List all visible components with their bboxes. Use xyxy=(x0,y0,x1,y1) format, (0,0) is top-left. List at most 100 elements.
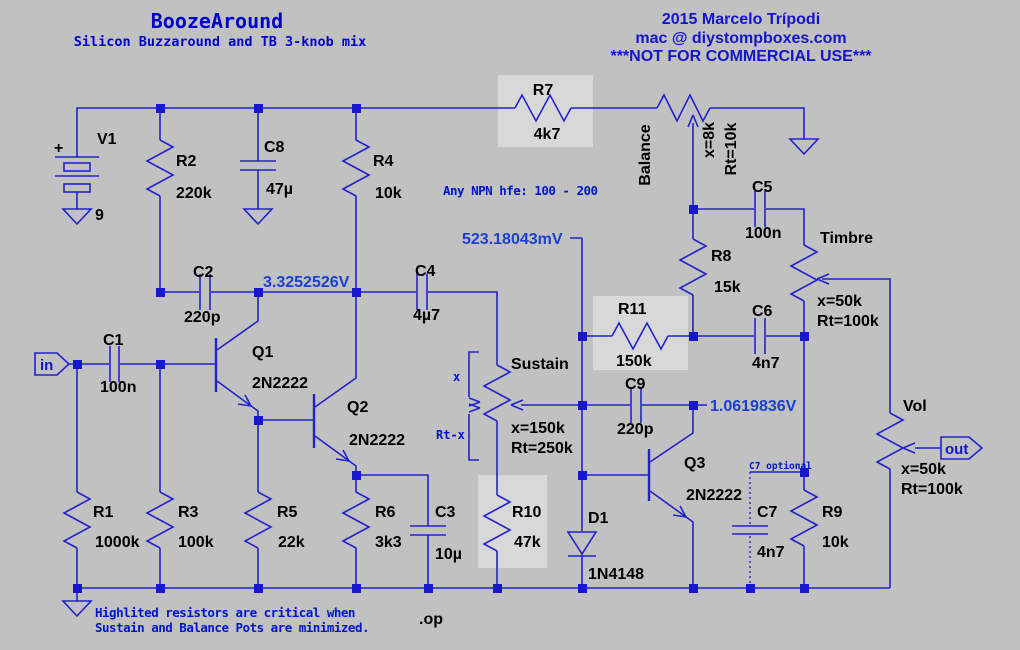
c3-name-label: C3 xyxy=(435,504,456,521)
battery-v1[interactable]: V1 + 9 xyxy=(54,131,117,224)
c2-symbol xyxy=(199,274,211,310)
timbre-rt-label: Rt=100k xyxy=(817,313,879,330)
capacitor-c6[interactable]: C6 4n7 xyxy=(752,303,780,372)
capacitor-c3[interactable]: C3 10µ xyxy=(410,504,462,563)
x-bracket-label: x xyxy=(453,370,460,384)
c8-name-label: C8 xyxy=(264,139,285,156)
r3-name-label: R3 xyxy=(178,504,199,521)
r3-value-label: 100k xyxy=(178,534,214,551)
v1-value-label: 9 xyxy=(95,207,104,224)
q2-name-label: Q2 xyxy=(347,399,368,416)
q1-value-label: 2N2222 xyxy=(252,375,308,392)
diode-d1[interactable]: D1 1N4148 xyxy=(566,510,644,583)
r4-value-label: 10k xyxy=(375,185,402,202)
r5-name-label: R5 xyxy=(277,504,298,521)
battery-symbol xyxy=(55,156,99,177)
resistor-r11[interactable]: R11 150k xyxy=(611,301,669,370)
transistor-q3[interactable]: Q3 2N2222 xyxy=(582,405,742,523)
capacitor-c4[interactable]: C4 4µ7 xyxy=(413,263,440,324)
d1-symbol xyxy=(566,531,598,557)
c3-value-label: 10µ xyxy=(435,546,462,563)
highlight-box-r7 xyxy=(498,75,593,147)
timbre-symbol xyxy=(789,244,819,302)
credit-line-3: ***NOT FOR COMMERCIAL USE*** xyxy=(610,48,872,65)
highlight-box-r11 xyxy=(593,296,688,370)
sustain-rt-label: Rt=250k xyxy=(511,440,573,457)
c3-symbol xyxy=(410,525,446,536)
d1-value-label: 1N4148 xyxy=(588,566,644,583)
ground-c8-icon xyxy=(242,208,274,226)
r2-symbol xyxy=(145,139,175,197)
potentiometer-timbre[interactable]: Timbre x=50k Rt=100k xyxy=(789,230,879,330)
battery-cell-1 xyxy=(63,162,91,172)
resistor-r3[interactable]: R3 100k xyxy=(145,491,214,551)
c2-value-label: 220p xyxy=(184,309,221,326)
balance-symbol xyxy=(656,93,711,123)
r6-value-label: 3k3 xyxy=(375,534,402,551)
highlight-box-r10 xyxy=(478,475,547,568)
potentiometer-sustain[interactable]: Sustain x=150k Rt=250k xyxy=(482,356,573,457)
balance-rt-label: Rt=10k xyxy=(723,122,740,175)
resistor-r4[interactable]: R4 10k xyxy=(341,139,402,202)
r4-name-label: R4 xyxy=(373,153,394,170)
potentiometer-balance[interactable]: Balance x=8k Rt=10k xyxy=(637,93,740,186)
resistor-r2[interactable]: R2 220k xyxy=(145,139,212,202)
credit-line-2: mac @ diystompboxes.com xyxy=(635,30,846,47)
r5-symbol xyxy=(243,491,273,549)
rt-x-bracket-label: Rt-x xyxy=(436,428,465,442)
balance-x-label: x=8k xyxy=(701,122,718,158)
capacitor-c1[interactable]: C1 100n xyxy=(100,332,136,396)
q1-name-label: Q1 xyxy=(252,344,273,361)
r6-symbol xyxy=(341,491,371,549)
transistor-q1[interactable]: Q1 2N2222 xyxy=(214,292,308,420)
port-in[interactable]: in xyxy=(34,352,71,376)
capacitor-c5[interactable]: C5 100n xyxy=(745,179,781,242)
capacitor-c9[interactable]: C9 220p xyxy=(617,376,654,438)
in-port-shape xyxy=(34,352,71,376)
ground-v1-icon xyxy=(61,208,93,226)
r7-name-label: R7 xyxy=(533,82,554,99)
c5-symbol xyxy=(754,191,766,227)
transistor-q2[interactable]: Q2 2N2222 xyxy=(312,292,405,475)
page-title: BoozeAround xyxy=(151,9,283,33)
resistor-r8[interactable]: R8 15k xyxy=(678,238,741,296)
circuit-wires xyxy=(69,107,941,589)
r6-name-label: R6 xyxy=(375,504,396,521)
balance-name-label: Balance xyxy=(637,124,654,185)
r10-value-label: 47k xyxy=(514,534,541,551)
capacitor-c7[interactable]: C7 4n7 xyxy=(732,504,785,561)
capacitor-c2[interactable]: C2 220p xyxy=(184,264,221,326)
vol-name-label: Vol xyxy=(903,398,927,415)
q1-collector xyxy=(216,292,259,351)
spice-directive: .op xyxy=(419,611,443,628)
page-subtitle: Silicon Buzzaround and TB 3-knob mix xyxy=(74,34,367,50)
resistor-r9[interactable]: R9 10k xyxy=(789,489,849,551)
port-out[interactable]: out xyxy=(940,436,984,460)
potentiometer-vol[interactable]: Vol x=50k Rt=100k xyxy=(875,398,963,498)
vol-wiper-arrow xyxy=(902,442,916,454)
hfe-note: Any NPN hfe: 100 - 200 xyxy=(443,183,598,198)
resistor-r7[interactable]: R7 4k7 xyxy=(514,82,572,143)
c7-optional-note: C7 optional xyxy=(749,461,812,472)
sustain-x-label: x=150k xyxy=(511,420,565,437)
resistor-r1[interactable]: R1 1000k xyxy=(62,491,140,551)
credit-line-1: 2015 Marcelo Trípodi xyxy=(662,11,820,28)
r4-symbol xyxy=(341,139,371,197)
d1-name-label: D1 xyxy=(588,510,609,527)
capacitor-c8[interactable]: C8 47µ xyxy=(240,139,293,198)
r10-symbol xyxy=(482,494,512,552)
r1-name-label: R1 xyxy=(93,504,114,521)
r1-value-label: 1000k xyxy=(95,534,140,551)
r11-value-label: 150k xyxy=(616,353,652,370)
v1-plus-label: + xyxy=(54,140,63,157)
resistor-r5[interactable]: R5 22k xyxy=(243,491,305,551)
c1-name-label: C1 xyxy=(103,332,124,349)
timbre-name-label: Timbre xyxy=(820,230,873,247)
x-bracket xyxy=(468,351,481,407)
r9-value-label: 10k xyxy=(822,534,849,551)
c7-symbol xyxy=(732,525,768,535)
resistor-r6[interactable]: R6 3k3 xyxy=(341,491,402,551)
c7-name-label: C7 xyxy=(757,504,778,521)
resistor-r10[interactable]: R10 47k xyxy=(482,494,541,552)
